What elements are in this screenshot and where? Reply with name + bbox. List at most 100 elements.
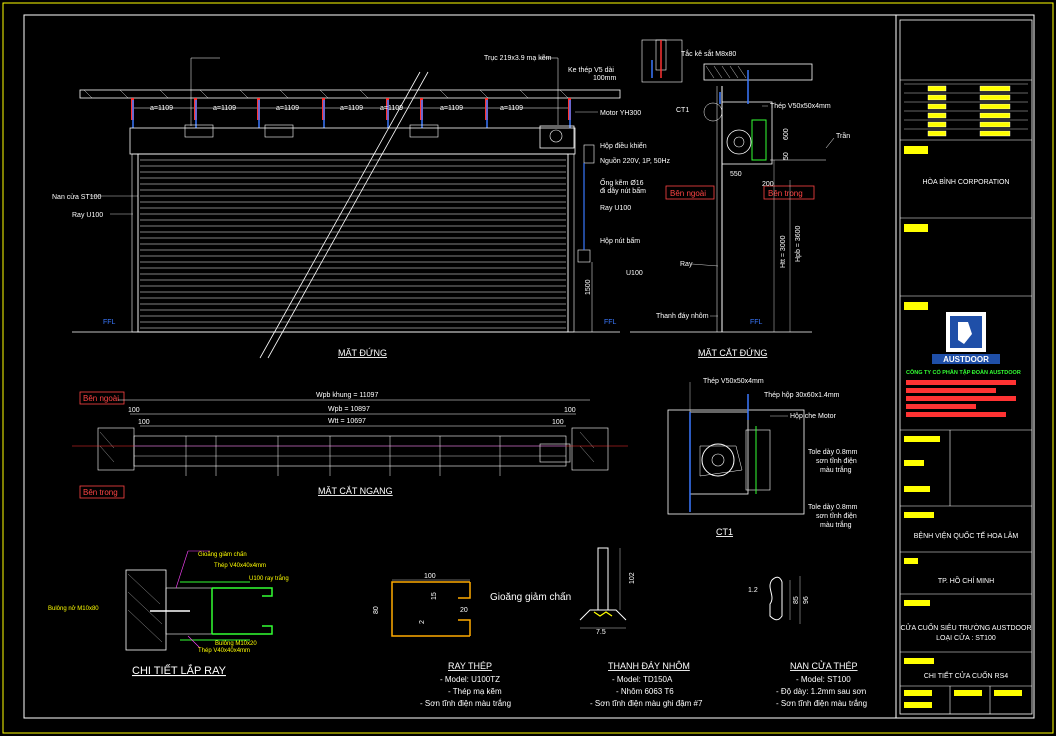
floor-mark-right: FFL: [604, 319, 617, 326]
outside-tag-section: [665, 185, 715, 200]
plan-view: Bên ngoài Bên trong Wpb khung = 11097 Wp…: [72, 391, 628, 499]
floor-mark-left: FFL: [103, 319, 116, 326]
label-rail: Ray U100: [72, 212, 103, 219]
title-project: BỆNH VIỆN QUỐC TẾ HOA LÂM: [914, 530, 1019, 540]
label-ray-section: Ray: [680, 261, 693, 268]
label-slat: Nan cửa ST100: [52, 193, 102, 201]
rail-label-bolt: Bulông nở M10x80: [48, 605, 99, 612]
ct1-title: CT1: [716, 527, 733, 537]
label-shaft: Trục 219x3.9 mạ kẽm: [484, 55, 552, 62]
bottom-line-3: - Sơn tĩnh điện màu ghi đậm #7: [590, 699, 703, 708]
dim-hpb: Hpb = 3600: [795, 226, 802, 262]
label-inside-section: Bên trong: [768, 189, 803, 198]
slat-dim-85: 85: [793, 596, 800, 604]
slat-line-1: - Model: ST100: [796, 675, 851, 684]
profile-bottom-bar: 102 7.5 Gioăng giảm chấn THANH ĐÁY NHÔM …: [490, 547, 703, 708]
ct1-label-tole1: Tole dày 0.8mm: [808, 449, 858, 456]
rail-label-b: Thép V40x40x4mm: [214, 563, 266, 569]
slat-dim-96: 96: [803, 596, 810, 604]
section-title: MẶT CẮT ĐỨNG: [698, 348, 767, 358]
dim-wpb: Wpb = 10897: [328, 406, 370, 413]
rail-line-1: - Model: U100TZ: [440, 675, 500, 684]
title-company: HÒA BÌNH CORPORATION: [923, 177, 1010, 186]
ct1-label-tole1-b: sơn tĩnh điện: [816, 458, 857, 465]
rail-dim-15: 15: [431, 592, 438, 600]
elevation-title: MẶT ĐỨNG: [338, 348, 387, 358]
rail-install-title: CHI TIẾT LẮP RAY: [132, 664, 227, 677]
rail-line-3: - Sơn tĩnh điện màu trắng: [420, 699, 511, 708]
rail-label-e: Thép V40x40x4mm: [198, 648, 250, 654]
label-bolt: Tắc kê sắt M8x80: [681, 49, 736, 58]
dim-50: 50: [783, 152, 790, 160]
label-bottom-bar: Thanh đáy nhôm: [656, 313, 709, 320]
span-7: a=1109: [500, 105, 523, 112]
label-rail-u100: Ray U100: [600, 205, 631, 212]
rail-dim-80: 80: [373, 606, 380, 614]
bottom-dim-7-5: 7.5: [596, 629, 606, 636]
break-line-a: [259, 71, 421, 359]
rail-label-c: U100 ray trắng: [249, 575, 289, 582]
wall-right: [571, 427, 609, 471]
label-motor: Motor YH300: [600, 110, 641, 117]
plan-housing: [133, 435, 567, 467]
ct1-label-cover: Hộp che Motor: [790, 413, 837, 420]
section-roll: [726, 129, 752, 155]
outside-tag-plan: [79, 391, 125, 405]
dim-htt: Htt = 3000: [780, 235, 787, 268]
profile-slat: 1.2 85 96 NAN CỬA THÉP - Model: ST100 - …: [748, 576, 867, 708]
span-3: a=1109: [276, 105, 299, 112]
button-box: [577, 249, 591, 263]
bottom-dim-102: 102: [629, 572, 636, 584]
dim-side-left-1: 100: [128, 407, 140, 414]
dim-side-right-2: 100: [552, 419, 564, 426]
rail-label-d: Bulông M10x20: [215, 641, 257, 647]
dim-wtt: Wtt = 10697: [328, 418, 366, 425]
span-1: a=1109: [150, 105, 173, 112]
label-outside-plan: Bên ngoài: [83, 394, 119, 403]
bottom-note: Gioăng giảm chấn: [490, 591, 571, 603]
motor: [539, 125, 575, 149]
slat-line-2: - Độ dày: 1.2mm sau sơn: [776, 687, 866, 696]
ct1-label-tole1-c: màu trắng: [820, 465, 852, 474]
dim-1500: 1500: [585, 279, 592, 295]
section-floor-mark: FFL: [750, 319, 763, 326]
label-bracket-2: 100mm: [593, 75, 617, 82]
right-rail: [567, 153, 575, 333]
ct1-label-box: Thép hộp 30x60x1.4mm: [764, 392, 840, 399]
label-wire: đi dây nút bấm: [600, 186, 646, 195]
title-drawing: CHI TIẾT CỬA CUỐN RS4: [924, 670, 1008, 680]
label-inside-plan: Bên trong: [83, 488, 118, 497]
label-ct1-ref: CT1: [676, 107, 689, 114]
rail-profile-title: RAY THÉP: [448, 661, 492, 671]
vertical-section-view: Tắc kê sắt M8x80 Ke thép V5 dài 100mm Th…: [568, 39, 850, 358]
slat-dim-1-2: 1.2: [748, 587, 758, 594]
bolt-detail-box: [641, 39, 683, 83]
dim-200: 200: [762, 181, 774, 188]
plan-motor: [539, 443, 571, 463]
rail-label-a: Gioăng giảm chấn: [198, 552, 247, 558]
section-cover: [751, 119, 767, 161]
label-outside-section: Bên ngoài: [670, 189, 706, 198]
rail-line-2: - Thép mạ kẽm: [448, 687, 502, 696]
dim-600: 600: [783, 128, 790, 140]
label-u100-section: U100: [626, 270, 643, 277]
label-bracket-1: Ke thép V5 dài: [568, 67, 614, 74]
break-line-b: [267, 71, 429, 359]
title-type: LOẠI CỬA : ST100: [936, 633, 996, 642]
slat-profile-title: NAN CỬA THÉP: [790, 660, 858, 671]
rail-dim-20: 20: [460, 607, 468, 614]
dim-side-left-2: 100: [138, 419, 150, 426]
logo-text: AUSTDOOR: [943, 355, 989, 364]
slat-line-3: - Sơn tĩnh điện màu trắng: [776, 699, 867, 708]
title-block: HÒA BÌNH CORPORATION AUSTDOOR CÔNG TY CỔ…: [899, 19, 1033, 715]
rail-dim-2: 2: [419, 620, 426, 624]
door-curtain: [137, 153, 569, 333]
ct1-label-tole2: Tole dày 0.8mm: [808, 504, 858, 511]
rail-install-view: Gioăng giảm chấn Thép V40x40x4mm U100 ra…: [48, 550, 289, 677]
bottom-profile-title: THANH ĐÁY NHÔM: [608, 661, 690, 671]
inside-tag-plan: [79, 485, 125, 499]
ct1-detail-view: Thép V50x50x4mm Thép hộp 30x60x1.4mm Hộp…: [667, 378, 858, 537]
dim-550: 550: [730, 171, 742, 178]
